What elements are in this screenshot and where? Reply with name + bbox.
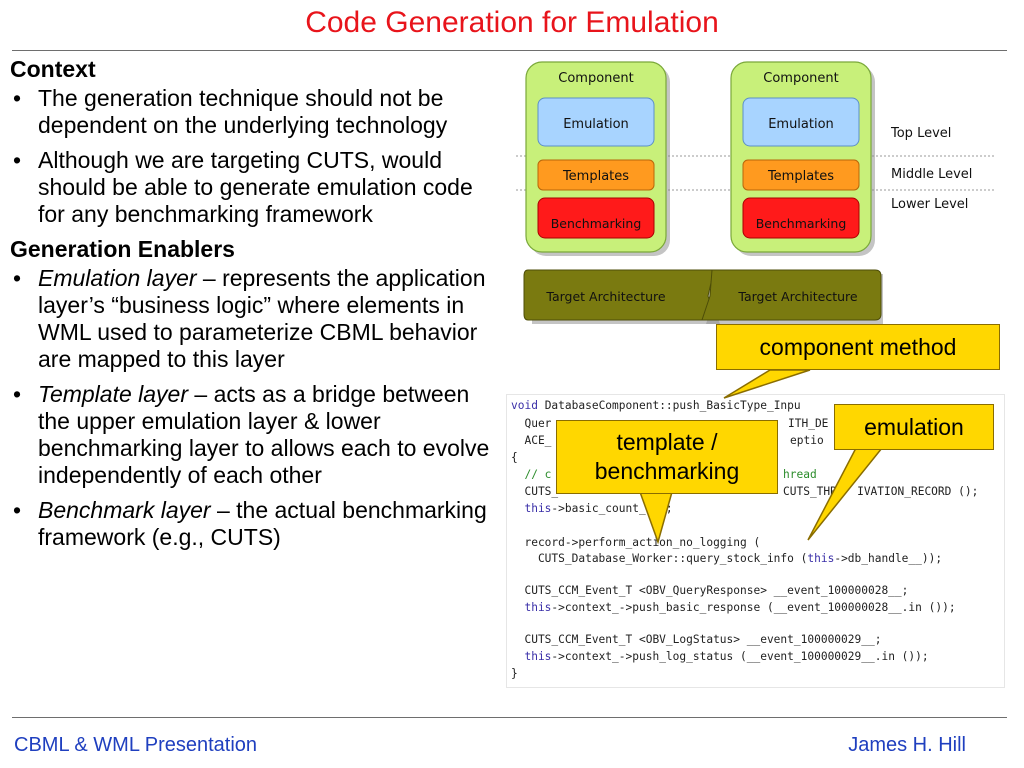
code-line: Quer <box>511 417 552 430</box>
templates-label: Templates <box>767 169 834 184</box>
code-line: CUTS_THR IVATION_RECORD (); <box>783 485 979 498</box>
bullet-dot: • <box>13 85 22 111</box>
target-architecture-right: Target Architecture <box>701 269 883 324</box>
enabler-bullet-2: • Template layer – acts as a bridge betwe… <box>10 381 500 489</box>
footer-presentation-title: CBML & WML Presentation <box>14 734 258 756</box>
component-label: Component <box>763 71 838 86</box>
benchmarking-label: Benchmarking <box>756 216 847 231</box>
code-line: void DatabaseComponent::push_BasicType_I… <box>511 399 801 412</box>
component-method-pointer <box>723 369 811 399</box>
component-label: Component <box>558 71 633 86</box>
code-line: CUTS_ <box>511 485 559 498</box>
code-line: ACE_ <box>511 434 552 447</box>
enabler-term: Template layer <box>38 381 189 407</box>
left-column: Context • The generation technique should… <box>10 56 500 559</box>
target-label: Target Architecture <box>737 289 857 304</box>
footer-author: James H. Hill <box>848 734 966 756</box>
top-divider <box>12 50 1007 51</box>
target-label: Target Architecture <box>545 289 665 304</box>
code-line: } <box>511 667 518 680</box>
bullet-dot: • <box>13 381 22 407</box>
enablers-heading: Generation Enablers <box>10 236 235 262</box>
code-line: CUTS_CCM_Event_T <OBV_QueryResponse> __e… <box>511 584 909 597</box>
enabler-bullet-1: • Emulation layer – represents the applic… <box>10 265 500 373</box>
component-right: Component Emulation Templates Benchmarki… <box>730 61 875 256</box>
slide-title: Code Generation for Emulation <box>305 6 719 39</box>
template-benchmarking-callout: template / benchmarking <box>556 420 778 494</box>
bullet-text: The generation technique should not be d… <box>38 85 448 138</box>
enabler-term: Benchmark layer <box>38 497 211 523</box>
bullet-dot: • <box>13 265 22 291</box>
code-line: this->context_->push_log_status (__event… <box>511 650 929 663</box>
benchmarking-label: Benchmarking <box>551 216 642 231</box>
architecture-diagram: Component Emulation Templates Benchmarki… <box>516 61 996 324</box>
code-line: hread <box>783 468 817 481</box>
emulation-callout: emulation <box>834 404 994 450</box>
target-architecture-left: Target Architecture <box>523 269 720 324</box>
code-line: // c <box>511 468 552 481</box>
component-left: Component Emulation Templates Benchmarki… <box>525 61 670 256</box>
emulation-label: Emulation <box>563 117 629 132</box>
bullet-text: Although we are targeting CUTS, would sh… <box>38 147 473 227</box>
enabler-text: – represents the application layer’s “bu… <box>38 265 486 372</box>
context-bullet-1: • The generation technique should not be … <box>10 85 500 139</box>
code-line: record->perform_action_no_logging ( <box>511 536 761 549</box>
templates-label: Templates <box>562 169 629 184</box>
enabler-text: – the actual benchmarking framework (e.g… <box>38 497 487 550</box>
emulation-pointer <box>807 447 884 541</box>
template-pointer <box>638 491 673 545</box>
callout-line: benchmarking <box>594 458 740 484</box>
code-line: { <box>511 451 518 464</box>
emulation-label: Emulation <box>768 117 834 132</box>
bottom-divider <box>12 717 1007 718</box>
code-line: CUTS_Database_Worker::query_stock_info (… <box>511 552 943 565</box>
enabler-bullet-3: • Benchmark layer – the actual benchmarki… <box>10 497 500 551</box>
bullet-dot: • <box>13 147 22 173</box>
code-line: CUTS_CCM_Event_T <OBV_LogStatus> __event… <box>511 633 882 646</box>
enabler-text: – acts as a bridge between the upper emu… <box>38 381 490 488</box>
code-line: eptio <box>790 434 824 447</box>
middle-level-label: Middle Level <box>891 167 972 182</box>
context-bullet-2: • Although we are targeting CUTS, would s… <box>10 147 500 228</box>
callout-line: template / <box>616 429 718 455</box>
enabler-term: Emulation layer <box>38 265 197 291</box>
context-heading: Context <box>10 56 96 82</box>
code-line: this->context_->push_basic_response (__e… <box>511 601 956 614</box>
component-method-callout: component method <box>716 324 1000 370</box>
lower-level-label: Lower Level <box>891 197 968 212</box>
code-line: ITH_DE <box>788 417 829 430</box>
top-level-label: Top Level <box>890 126 951 141</box>
bullet-dot: • <box>13 497 22 523</box>
